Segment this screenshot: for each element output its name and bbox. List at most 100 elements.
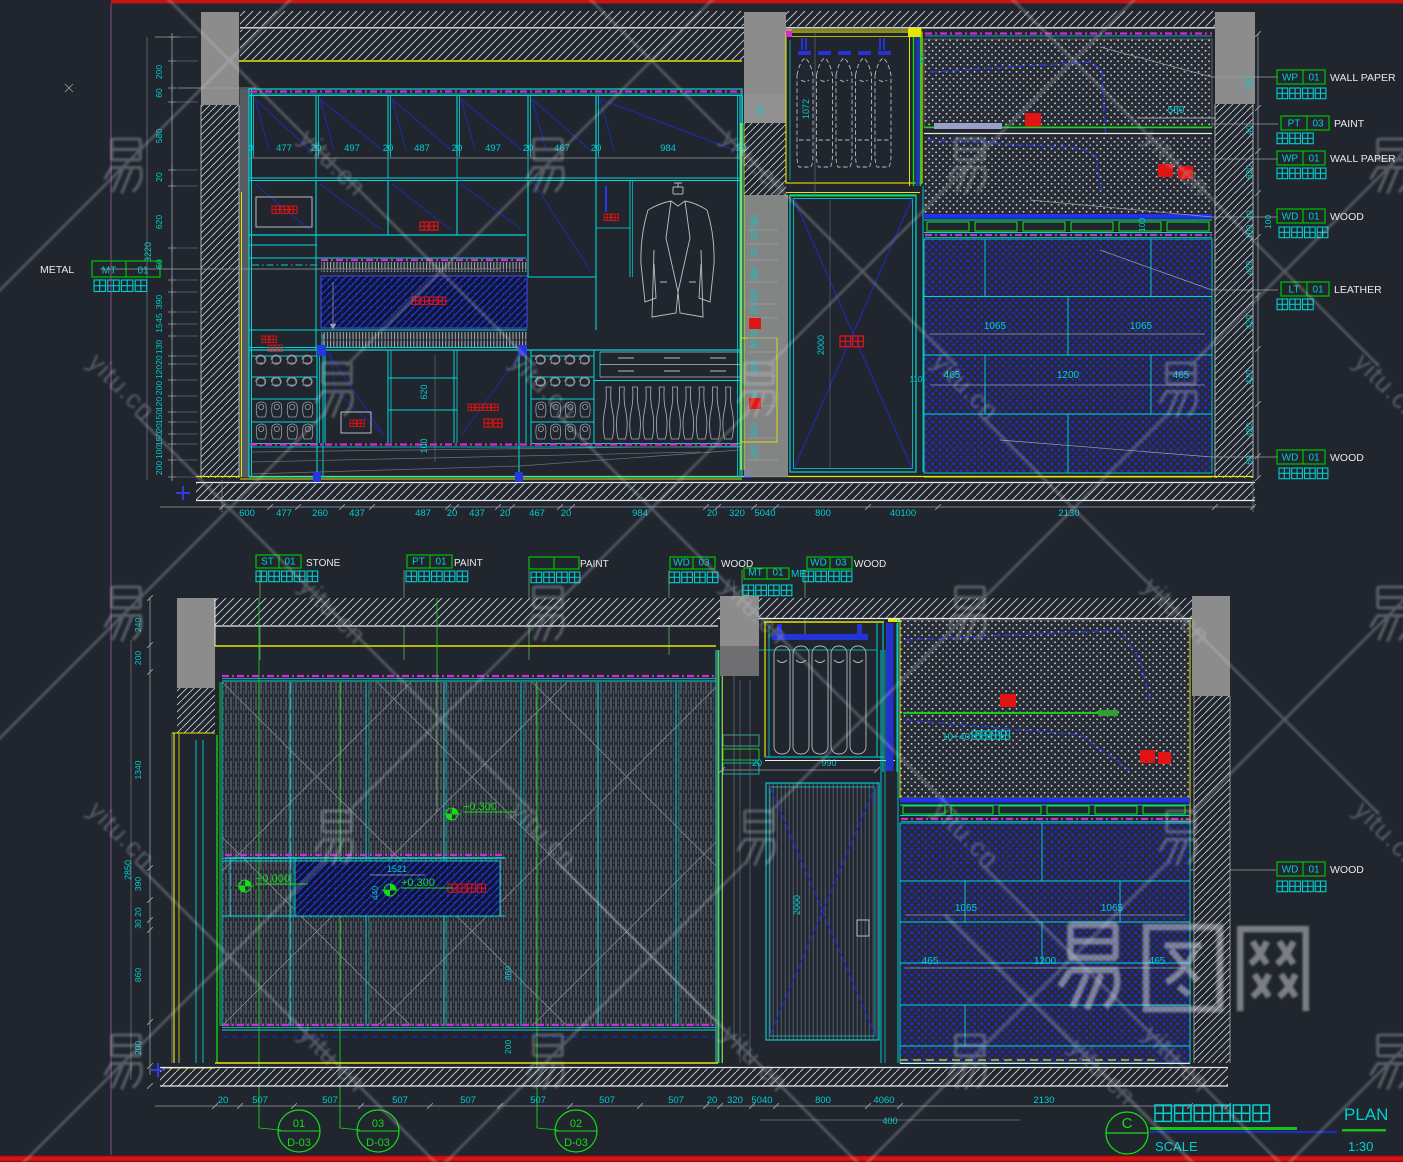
svg-text:200: 200 [749,445,759,459]
svg-text:20: 20 [452,143,463,154]
svg-text:420: 420 [1244,423,1254,437]
svg-text:03: 03 [1312,119,1324,130]
svg-text:350: 350 [749,323,759,337]
svg-text:290: 290 [749,267,759,281]
svg-text:497: 497 [485,143,501,154]
svg-text:03: 03 [372,1118,384,1130]
svg-text:45: 45 [154,313,164,323]
svg-text:20: 20 [500,508,511,519]
svg-text:100: 100 [419,438,429,453]
svg-text:0: 0 [248,143,253,154]
svg-text:60: 60 [154,88,164,98]
svg-text:01: 01 [1312,285,1324,296]
svg-text:600: 600 [239,508,255,519]
svg-text:20: 20 [749,247,759,257]
svg-text:20: 20 [523,143,534,154]
svg-text:1065: 1065 [955,903,978,914]
svg-text:2000: 2000 [816,335,826,355]
svg-text:507: 507 [460,1095,476,1106]
svg-text:390: 390 [154,295,164,309]
svg-text:ST: ST [261,557,274,568]
svg-text:100: 100 [1263,215,1273,229]
svg-text:30: 30 [133,919,143,929]
svg-text:WALL PAPER: WALL PAPER [1330,153,1396,165]
svg-text:467: 467 [529,508,545,519]
svg-text:200: 200 [154,461,164,475]
svg-text:20: 20 [749,231,759,241]
svg-text:800: 800 [815,508,831,519]
svg-text:100: 100 [1244,225,1254,239]
svg-text:507: 507 [668,1095,684,1106]
svg-text:LEATHER: LEATHER [1334,284,1382,296]
svg-text:METAL: METAL [40,264,74,276]
svg-text:487: 487 [415,508,431,519]
svg-text:1200: 1200 [1057,370,1080,381]
svg-text:20: 20 [218,1095,229,1106]
svg-text:MT: MT [748,568,762,579]
svg-text:320: 320 [749,289,759,303]
svg-text:2130: 2130 [1033,1095,1054,1106]
svg-text:60: 60 [1244,455,1254,465]
svg-text:320: 320 [727,1095,743,1106]
svg-text:WOOD: WOOD [721,559,753,570]
svg-text:1:30: 1:30 [1348,1139,1373,1154]
svg-text:800: 800 [815,1095,831,1106]
svg-text:1072: 1072 [801,99,811,119]
svg-text:150: 150 [154,410,164,424]
svg-text:D-03: D-03 [564,1137,588,1149]
svg-text:20: 20 [383,143,394,154]
svg-text:437: 437 [469,508,485,519]
svg-text:507: 507 [530,1095,546,1106]
svg-text:1065: 1065 [1130,321,1153,332]
svg-text:1521: 1521 [387,864,407,874]
svg-text:+0.000: +0.000 [256,873,290,885]
svg-text:WD: WD [1282,212,1299,223]
svg-text:990: 990 [821,758,836,768]
svg-text:550: 550 [1168,105,1185,116]
svg-text:3220: 3220 [143,242,153,262]
svg-text:465: 465 [922,956,939,967]
svg-text:200: 200 [503,1040,513,1054]
svg-text:WOOD: WOOD [1330,864,1364,876]
svg-text:+0.300: +0.300 [463,801,497,813]
svg-text:110: 110 [910,375,923,384]
svg-text:10+40: 10+40 [942,732,971,743]
svg-text:PT: PT [1288,119,1301,130]
svg-text:D-03: D-03 [366,1137,390,1149]
svg-text:20: 20 [154,172,164,182]
svg-text:01: 01 [435,557,447,568]
svg-text:200: 200 [133,651,143,665]
svg-text:D-03: D-03 [287,1137,311,1149]
svg-text:507: 507 [392,1095,408,1106]
svg-text:620: 620 [1244,165,1254,179]
svg-text:507: 507 [599,1095,615,1106]
svg-text:5040: 5040 [754,508,775,519]
svg-text:WD: WD [1282,453,1299,464]
svg-text:30: 30 [755,105,765,115]
svg-text:200: 200 [154,381,164,395]
svg-text:20: 20 [154,423,164,433]
svg-text:2000: 2000 [792,895,802,915]
svg-text:PAINT: PAINT [1334,118,1365,130]
svg-text:LT: LT [1289,285,1300,296]
svg-text:1340: 1340 [133,760,143,779]
svg-text:WOOD: WOOD [1330,211,1364,223]
svg-text:40: 40 [1244,210,1254,220]
svg-text:WD: WD [1282,865,1299,876]
svg-text:477: 477 [276,508,292,519]
svg-text:01: 01 [1308,154,1320,165]
svg-text:320: 320 [749,361,759,375]
svg-text:620: 620 [154,215,164,229]
svg-text:01: 01 [1308,453,1320,464]
svg-text:+0.300: +0.300 [401,877,435,889]
svg-text:WD: WD [810,558,827,569]
svg-text:320: 320 [749,423,759,437]
svg-text:60: 60 [154,259,164,269]
svg-text:120: 120 [154,365,164,379]
svg-text:465: 465 [1173,370,1190,381]
svg-text:320: 320 [729,508,745,519]
svg-text:620: 620 [419,384,429,399]
svg-text:20: 20 [749,305,759,315]
svg-text:02: 02 [570,1118,582,1130]
svg-text:03: 03 [835,558,847,569]
